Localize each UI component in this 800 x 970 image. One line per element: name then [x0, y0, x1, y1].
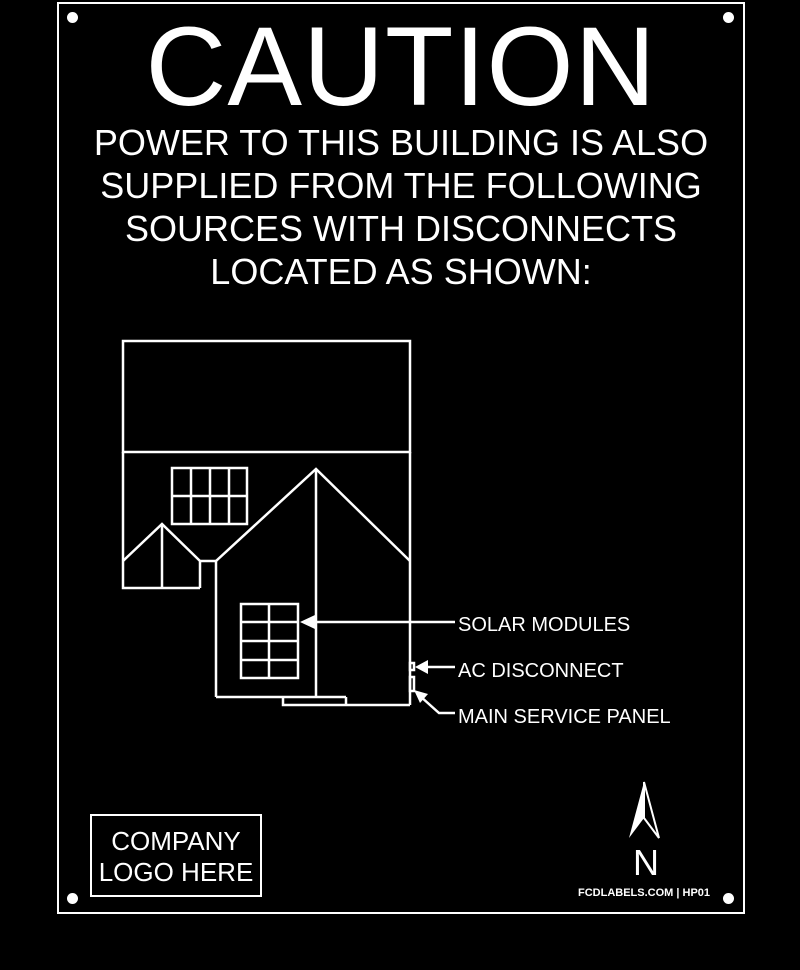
- footer-text: FCDLABELS.COM | HP01: [578, 887, 711, 899]
- message-line: SOURCES WITH DISCONNECTS: [124, 208, 678, 249]
- message-line: LOCATED AS SHOWN:: [210, 251, 592, 292]
- house-diagram: [121, 339, 660, 839]
- front-gable: [215, 467, 411, 562]
- chimney: [200, 559, 218, 697]
- company-logo-placeholder: COMPANY LOGO HERE: [90, 814, 262, 897]
- caution-sign: CAUTION POWER TO THIS BUILDING IS ALSO S…: [57, 2, 745, 914]
- porch-step: [281, 697, 410, 707]
- north-arrow-right: [643, 781, 660, 839]
- ac-disconnect-arrowhead: [415, 660, 428, 674]
- logo-line: COMPANY: [111, 826, 241, 856]
- rear-roof-outline: [121, 339, 412, 454]
- label-main-service-panel: MAIN SERVICE PANEL: [458, 706, 671, 728]
- mounting-hole-bottom-left: [67, 893, 78, 904]
- north-arrow-left: [629, 782, 644, 838]
- message-line: POWER TO THIS BUILDING IS ALSO: [93, 122, 709, 163]
- logo-line: LOGO HERE: [98, 857, 254, 887]
- sign-title: CAUTION: [145, 4, 657, 129]
- mounting-hole-bottom-right: [723, 893, 734, 904]
- rear-wall-left: [121, 452, 200, 590]
- mounting-hole-top-left: [67, 12, 78, 23]
- small-gable: [122, 522, 202, 588]
- sign-message: POWER TO THIS BUILDING IS ALSO SUPPLIED …: [59, 121, 743, 293]
- label-ac-disconnect: AC DISCONNECT: [458, 660, 624, 682]
- ac-disconnect-box: [408, 661, 416, 672]
- main-service-panel-arrowhead: [414, 690, 428, 703]
- label-solar-modules: SOLAR MODULES: [458, 614, 631, 636]
- mounting-hole-top-right: [723, 12, 734, 23]
- north-label: N: [633, 842, 659, 883]
- message-line: SUPPLIED FROM THE FOLLOWING: [100, 165, 702, 206]
- main-service-panel-leader: [419, 695, 455, 715]
- solar-modules-arrowhead: [300, 615, 315, 629]
- main-service-panel-box: [408, 675, 416, 693]
